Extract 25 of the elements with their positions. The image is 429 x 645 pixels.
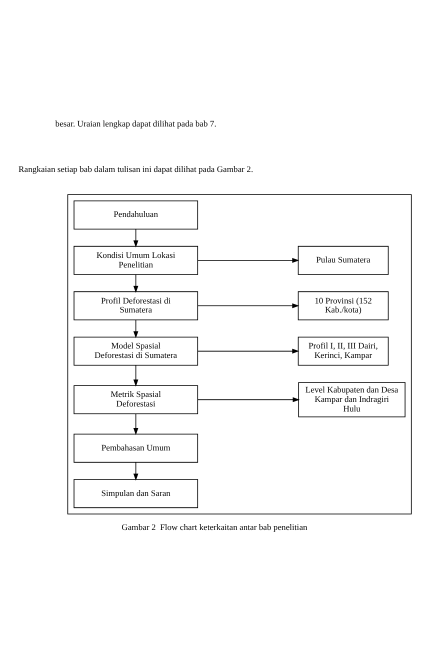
- node-box: Metrik Spasial Deforestasi: [74, 384, 198, 414]
- node-box: Model Spasial Deforestasi di Sumatera: [74, 336, 198, 366]
- label: Rangkaian setiap bab dalam tulisan ini dapat dilihat pada Gambar 2.: [18, 163, 254, 174]
- cluster: [67, 194, 412, 514]
- node-box: 10 Provinsi (152 Kab./kota): [298, 290, 389, 320]
- node-box: Simpulan dan Saran: [74, 478, 198, 508]
- arrow: [197, 302, 300, 308]
- node-box: Level Kabupaten dan Desa Kampar dan Indragiri Hulu: [298, 382, 406, 417]
- arrow: [197, 396, 300, 402]
- arrow: [133, 274, 138, 292]
- caption: Gambar 2 Flow chart keterkaitan antar bab penelitian: [122, 522, 308, 532]
- arrow: [133, 319, 138, 338]
- arrow: [133, 364, 138, 386]
- node-box: Profil I, II, III Dairi, Kerinci, Kampar: [298, 336, 389, 366]
- label: besar. Uraian lengkap dapat dilihat pada bab 7.: [55, 118, 216, 128]
- node-box: Kondisi Umum Lokasi Penelitian: [74, 245, 198, 274]
- node-box: Pendahuluan: [74, 200, 198, 229]
- arrow: [133, 228, 138, 247]
- node-box: Profil Deforestasi di Sumatera: [74, 290, 198, 320]
- arrow: [133, 462, 138, 480]
- node-box: Pulau Sumatera: [298, 245, 389, 274]
- arrow: [197, 348, 300, 354]
- node-box: Pembahasan Umum: [74, 433, 198, 462]
- arrow: [197, 257, 300, 262]
- arrow: [133, 412, 138, 435]
